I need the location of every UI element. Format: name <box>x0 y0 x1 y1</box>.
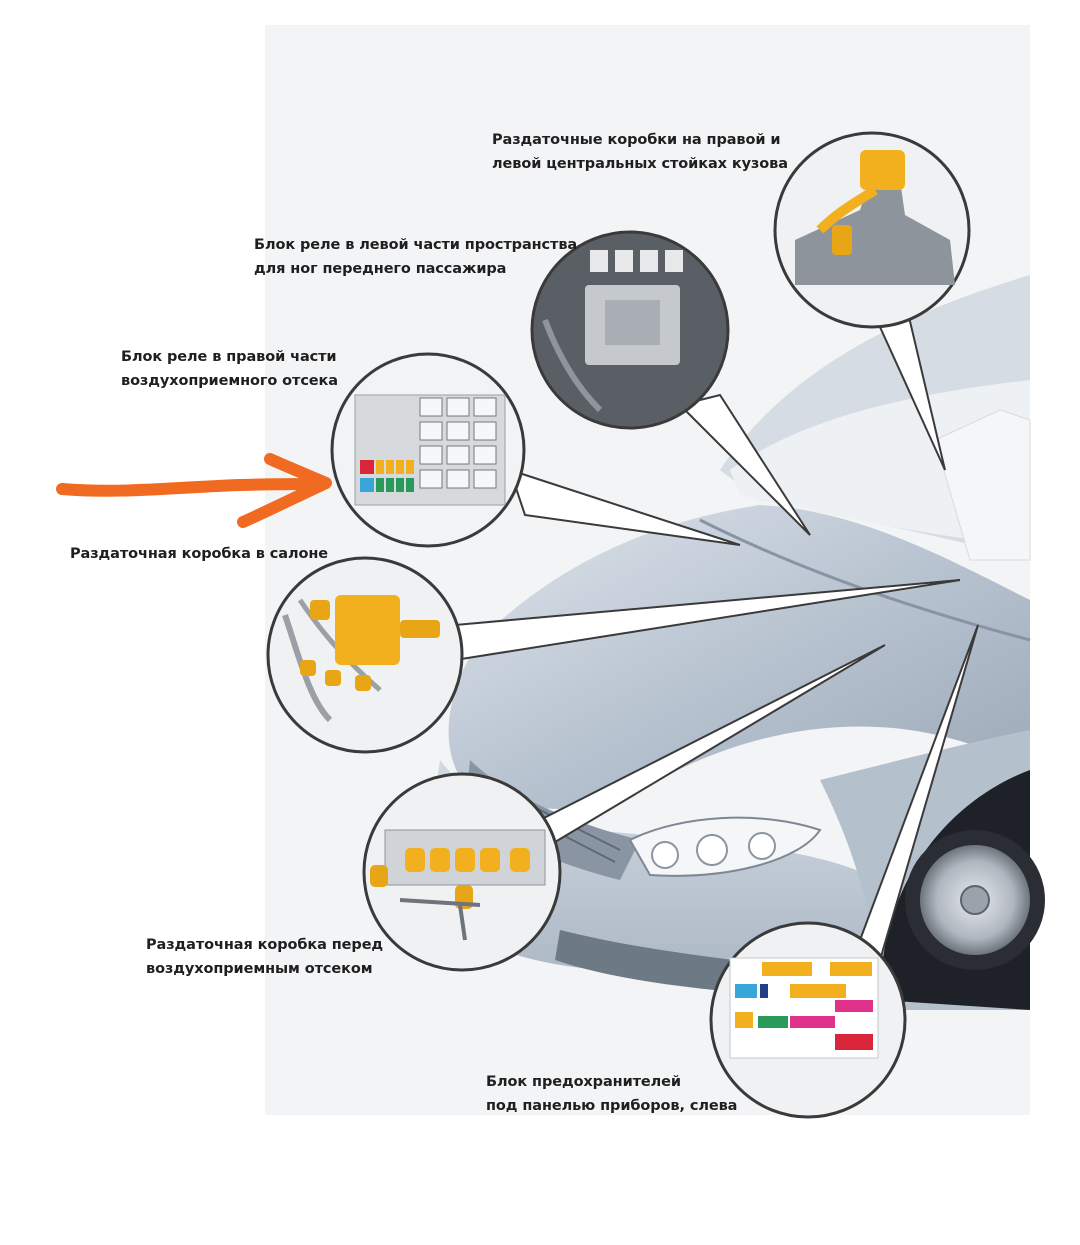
seat <box>934 409 1031 561</box>
pointer-plenum <box>508 468 741 546</box>
cabin-connector-block <box>335 595 400 665</box>
label-fuse-block: Блок предохранителей под панелью приборо… <box>486 1070 737 1118</box>
arrow-shaft <box>56 478 328 497</box>
detail-fuse-block <box>709 921 907 1119</box>
label-relay-footwell-line1: Блок реле в левой части пространства <box>254 237 578 253</box>
fuse-blue <box>360 478 374 492</box>
label-front-box-line1: Раздаточная коробка перед <box>146 937 384 953</box>
pillar-connector <box>860 150 905 190</box>
label-cabin-box: Раздаточная коробка в салоне <box>70 542 328 566</box>
label-pillar-boxes-line1: Раздаточные коробки на правой и <box>492 132 781 148</box>
label-pillar-boxes-line2: левой центральных стойках кузова <box>492 156 788 172</box>
label-relay-plenum-line2: воздухоприемного отсека <box>121 373 338 389</box>
label-pillar-boxes: Раздаточные коробки на правой и левой це… <box>492 128 788 176</box>
label-fuse-block-line1: Блок предохранителей <box>486 1074 681 1090</box>
wheel-hub-logo-icon <box>960 885 990 915</box>
hood <box>448 505 1030 809</box>
label-cabin-box-line1: Раздаточная коробка в салоне <box>70 546 328 562</box>
label-relay-footwell: Блок реле в левой части пространства для… <box>254 233 577 281</box>
arrow-head <box>237 453 332 528</box>
detail-cabin-box <box>266 556 464 754</box>
headlight-lens-3 <box>748 832 776 860</box>
fuse-red <box>360 460 374 474</box>
label-relay-plenum-line1: Блок реле в правой части <box>121 349 337 365</box>
label-front-box: Раздаточная коробка перед воздухоприемны… <box>146 933 383 981</box>
label-front-box-line2: воздухоприемным отсеком <box>146 961 373 977</box>
cowl-line <box>699 518 1031 642</box>
detail-front-box <box>362 772 562 972</box>
label-relay-plenum: Блок реле в правой части воздухоприемног… <box>121 345 338 393</box>
detail-relay-footwell <box>530 230 730 430</box>
label-fuse-block-line2: под панелью приборов, слева <box>486 1098 738 1114</box>
pillar-structure <box>795 180 955 285</box>
pillar-connector-2 <box>832 225 852 255</box>
label-relay-footwell-line2: для ног переднего пассажира <box>254 261 507 277</box>
pillar-wiring <box>816 185 878 234</box>
headlight-lens-1 <box>651 841 679 869</box>
hand-drawn-arrow-icon <box>56 453 332 528</box>
detail-relay-plenum <box>330 352 526 548</box>
relay-module-center <box>605 300 660 345</box>
detail-pillar-boxes <box>773 131 971 329</box>
headlight-lens-2 <box>696 834 728 866</box>
